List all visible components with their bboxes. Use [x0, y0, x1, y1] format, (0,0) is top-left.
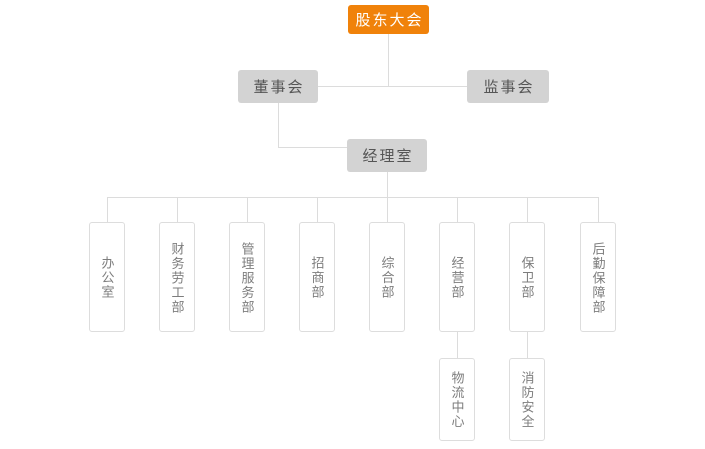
connector-departments-bus	[107, 197, 598, 198]
org-node-label: 监事会	[483, 79, 535, 96]
connector-board-to-manager	[278, 147, 347, 148]
connector-drop-dept-2	[247, 197, 248, 222]
connector-drop-dept-1	[177, 197, 178, 222]
org-node-dept-investment: 招商部	[299, 222, 335, 332]
connector-level2-horizontal	[318, 86, 467, 87]
org-node-label: 综合部	[379, 256, 395, 300]
org-node-label: 董事会	[253, 79, 305, 96]
connector-drop-dept-7	[598, 197, 599, 222]
org-node-label: 管理服务部	[239, 241, 255, 315]
org-node-label: 办公室	[99, 256, 115, 300]
org-node-dept-office: 办公室	[89, 222, 125, 332]
org-node-dept-management-service: 管理服务部	[229, 222, 265, 332]
org-node-dept-operations: 经营部	[439, 222, 475, 332]
org-node-label: 经理室	[362, 148, 414, 165]
org-node-manager-office: 经理室	[347, 139, 427, 172]
org-node-label: 招商部	[309, 256, 325, 300]
connector-operations-to-logistics	[457, 332, 458, 358]
connector-drop-dept-5	[457, 197, 458, 222]
connector-drop-dept-4	[387, 197, 388, 222]
org-node-label: 财务劳工部	[169, 241, 185, 315]
org-node-supervisory-board: 监事会	[467, 70, 549, 103]
org-node-board-of-directors: 董事会	[238, 70, 318, 103]
org-node-sub-logistics-center: 物流中心	[439, 358, 475, 441]
org-node-label: 保卫部	[519, 256, 535, 300]
org-node-dept-security: 保卫部	[509, 222, 545, 332]
connector-manager-down	[387, 172, 388, 197]
org-node-label: 后勤保障部	[590, 241, 606, 315]
org-node-sub-fire-safety: 消防安全	[509, 358, 545, 441]
connector-drop-dept-0	[107, 197, 108, 222]
connector-board-down	[278, 103, 279, 147]
connector-drop-dept-6	[527, 197, 528, 222]
connector-security-to-fire	[527, 332, 528, 358]
org-node-label: 经营部	[449, 256, 465, 300]
org-node-dept-logistics-support: 后勤保障部	[580, 222, 616, 332]
org-node-label: 消防安全	[519, 371, 535, 430]
connector-root-down	[388, 34, 389, 86]
org-node-dept-finance-labor: 财务劳工部	[159, 222, 195, 332]
connector-drop-dept-3	[317, 197, 318, 222]
org-node-shareholders-meeting: 股东大会	[348, 5, 429, 34]
org-node-label: 股东大会	[355, 12, 424, 29]
org-node-dept-general: 综合部	[369, 222, 405, 332]
org-node-label: 物流中心	[449, 371, 465, 430]
